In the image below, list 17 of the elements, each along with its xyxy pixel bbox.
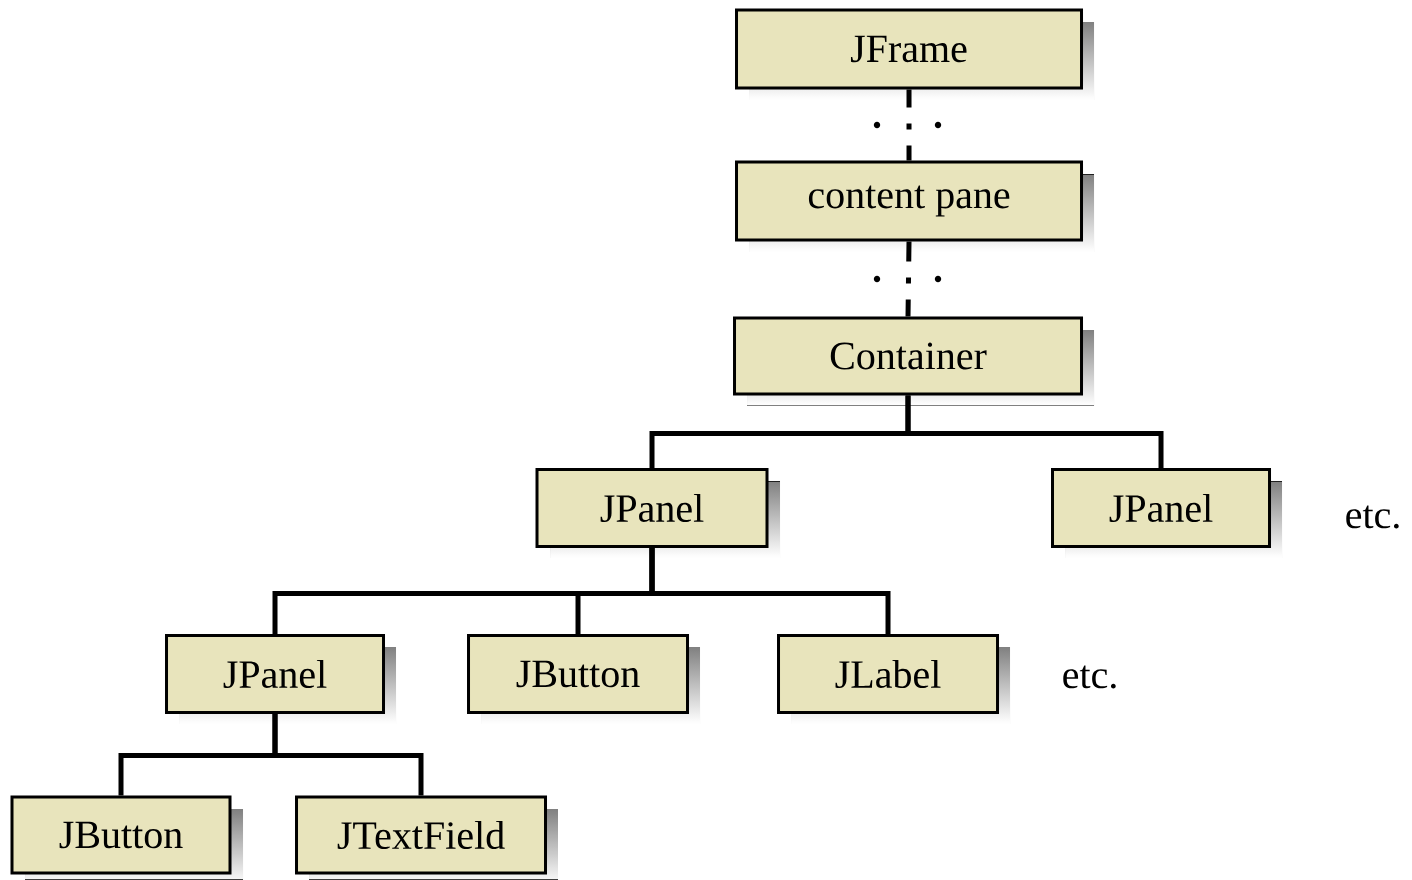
class-box: JButton — [467, 634, 700, 724]
etc-label: etc. — [1346, 505, 1399, 529]
class-box: content pane — [735, 160, 1094, 252]
ellipsis-connector — [873, 89, 942, 161]
class-box: JPanel — [165, 634, 396, 724]
class-box: JLabel — [777, 634, 1010, 724]
tree-connector — [649, 548, 891, 634]
etc-label: etc. — [1063, 665, 1116, 689]
class-box: Container — [733, 316, 1094, 406]
class-box: JPanel — [1051, 468, 1282, 558]
tree-connector — [905, 395, 1164, 468]
class-box: JButton — [10, 795, 243, 880]
class-box: JFrame — [735, 8, 1094, 100]
tree-connector — [272, 714, 424, 796]
class-box: JPanel — [535, 468, 780, 558]
class-box: JTextField — [295, 795, 558, 880]
ellipsis-connector — [873, 241, 942, 317]
